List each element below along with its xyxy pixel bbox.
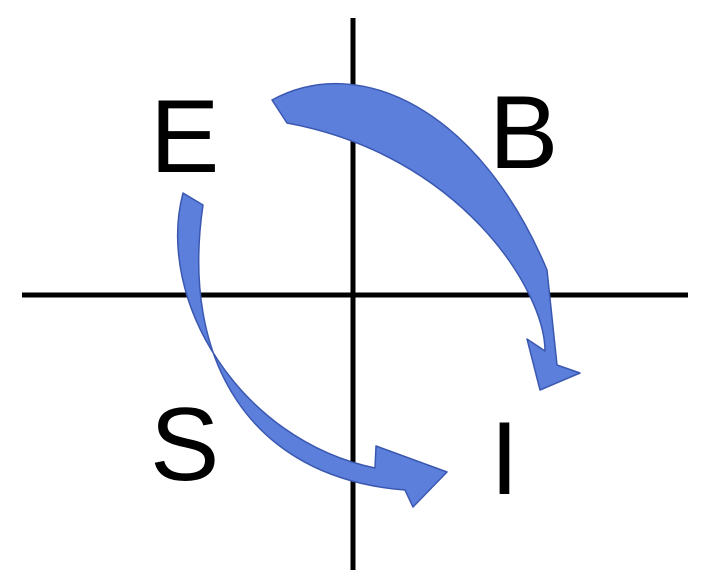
quadrant-label-s: S <box>150 387 219 503</box>
arrow-e-to-i <box>271 82 581 391</box>
arrow-e-to-s-to-i <box>176 192 448 508</box>
quadrant-label-i: I <box>490 401 519 517</box>
quadrant-label-e: E <box>150 79 219 195</box>
quadrant-label-b: B <box>489 75 558 191</box>
